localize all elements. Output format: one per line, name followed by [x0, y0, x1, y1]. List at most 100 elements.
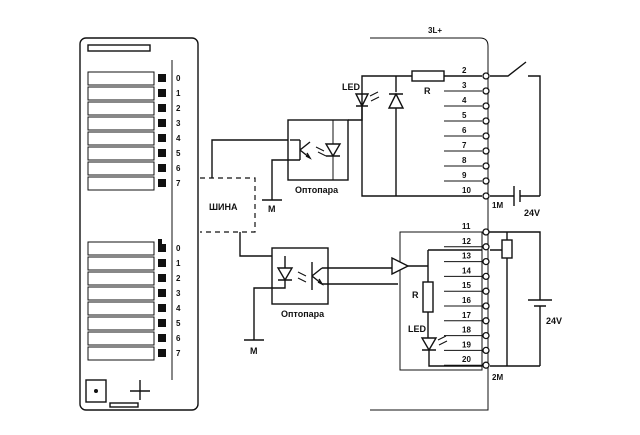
amplifier-icon: [391, 256, 410, 276]
module-ground-mark-icon: [130, 380, 150, 400]
terminal-slot: [87, 316, 155, 331]
optocoupler-output-box: [271, 247, 329, 305]
output-led-light-icon: [437, 335, 448, 346]
output-supply-wire: [484, 231, 541, 300]
protection-diode-icon: [387, 76, 405, 196]
module-socket-hole: [94, 389, 98, 393]
output-common-label: 2M: [492, 373, 503, 382]
terminal-screw-icon: [482, 177, 490, 185]
terminal-screw-icon: [482, 257, 490, 266]
terminal-slot: [87, 101, 155, 116]
channel-label: 0: [176, 74, 181, 83]
channel-led-icon: [158, 319, 166, 327]
terminal-slot: [87, 241, 155, 256]
terminal-screw-icon: [482, 117, 490, 125]
ground-label-2: M: [250, 346, 258, 356]
terminal-slot: [87, 301, 155, 316]
channel-label: 3: [176, 289, 181, 298]
terminal-slot: [87, 161, 155, 176]
terminal-slot: [87, 131, 155, 146]
input-led-wire: [348, 75, 412, 121]
terminal-number: 12: [462, 237, 471, 246]
terminal-screw-icon: [482, 287, 490, 295]
bus-outline: [200, 177, 256, 233]
channel-led-icon: [158, 89, 166, 97]
optocoupler-output: M Оптопара: [244, 247, 398, 356]
input-battery-icon: [490, 186, 540, 206]
channel-label: 6: [176, 334, 181, 343]
channel-label: 6: [176, 164, 181, 173]
terminal-slot: [87, 286, 155, 301]
terminal-number: 15: [462, 281, 471, 290]
terminal-screw-icon: [482, 272, 490, 281]
terminal-number: 3: [462, 81, 467, 90]
terminal-number: 16: [462, 296, 471, 305]
module-bottom-slot: [109, 402, 139, 408]
optocoupler-input: M Оптопара: [262, 119, 349, 214]
terminal-number: 6: [462, 126, 467, 135]
terminal-number: 10: [462, 186, 471, 195]
input-common-label: 1M: [492, 201, 503, 210]
channel-led-icon: [158, 179, 166, 187]
terminal-number: 8: [462, 156, 467, 165]
channel-label: 0: [176, 244, 181, 253]
terminal-slot: [87, 271, 155, 286]
output-block-outline: [399, 231, 483, 371]
terminal-screw-icon: [482, 192, 490, 200]
terminal-slot: [87, 331, 155, 346]
output-resistor-label: R: [412, 290, 419, 300]
terminal-number: 7: [462, 141, 467, 150]
output-battery-label: 24V: [546, 316, 562, 326]
terminal-number: 5: [462, 111, 467, 120]
channel-label: 1: [176, 259, 181, 268]
bus-label: ШИНА: [209, 202, 238, 212]
channel-led-icon: [158, 164, 166, 172]
terminal-slot: [87, 86, 155, 101]
channel-label: 4: [176, 304, 181, 313]
opto2-led-leads: [253, 256, 286, 340]
terminal-screw-icon: [482, 147, 490, 155]
terminal-number: 13: [462, 252, 471, 261]
terminal-screw-icon: [482, 87, 490, 95]
terminal-screw-icon: [482, 361, 490, 369]
output-led-icon: [420, 337, 482, 367]
channel-led-icon: [158, 274, 166, 282]
optocoupler-input-box: [287, 119, 349, 181]
terminal-number: 11: [462, 222, 471, 231]
load-wires: [490, 232, 508, 366]
input-terminals: 2 3 4 5 6 7 8 9 10: [444, 66, 490, 200]
ground-label-1: M: [268, 204, 276, 214]
supply-label: 3L+: [428, 26, 442, 35]
channel-label: 7: [176, 179, 181, 188]
terminal-screw-icon: [482, 317, 490, 325]
opto2-output-wires: [322, 267, 398, 285]
module-top-slot: [87, 44, 151, 52]
channel-label: 3: [176, 119, 181, 128]
output-led-label: LED: [408, 324, 427, 334]
channel-led-icon: [158, 149, 166, 157]
input-battery-label: 24V: [524, 208, 540, 218]
optocoupler-label-2: Оптопара: [281, 309, 325, 319]
terminal-number: 2: [462, 66, 467, 75]
channel-label: 4: [176, 134, 181, 143]
terminal-screw-icon: [482, 162, 490, 170]
terminal-screw-icon: [482, 132, 490, 140]
terminal-number: 4: [462, 96, 467, 105]
output-load: [501, 239, 513, 259]
channel-led-icon: [158, 259, 166, 267]
input-led-light-icon: [369, 91, 380, 102]
channel-led-icon: [158, 334, 166, 342]
terminal-number: 9: [462, 171, 467, 180]
channel-led-icon: [158, 119, 166, 127]
terminal-screw-icon: [482, 243, 490, 251]
channel-led-icon: [158, 349, 166, 357]
output-resistor: [422, 281, 434, 313]
terminal-slot: [87, 71, 155, 86]
terminal-slot: [87, 146, 155, 161]
terminal-slot: [87, 176, 155, 191]
channel-led-icon: [158, 104, 166, 112]
